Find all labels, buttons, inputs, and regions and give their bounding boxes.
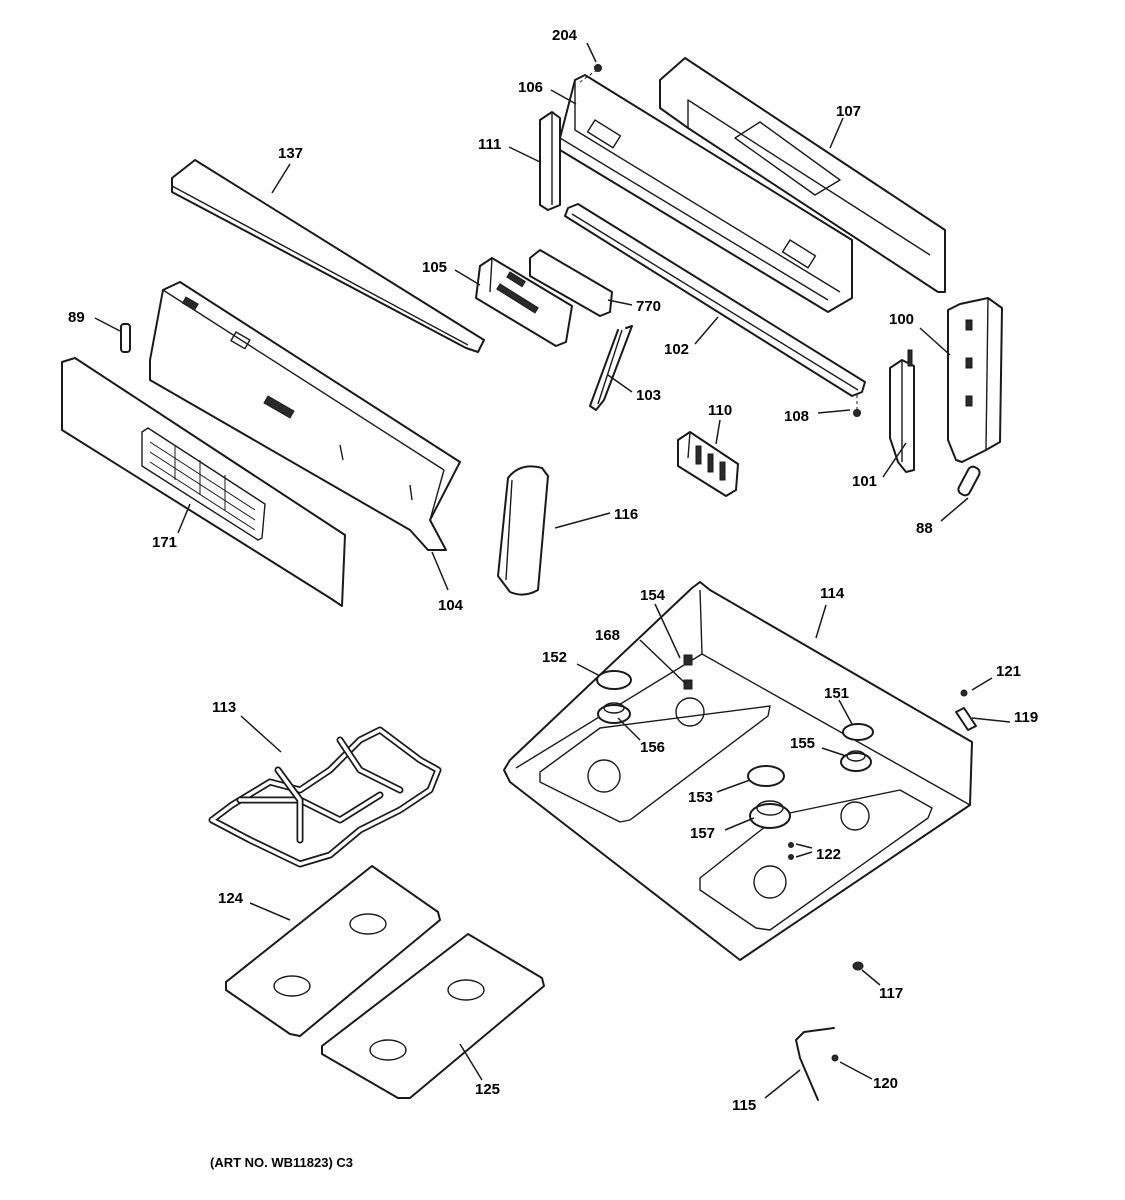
label-154: 154 [640,587,666,604]
part-113-grate [208,726,442,868]
label-115: 115 [732,1097,756,1114]
part-117-nut [852,961,864,971]
label-124: 124 [218,890,244,907]
label-119: 119 [1014,709,1038,726]
label-103: 103 [636,387,661,404]
part-101-bracket [889,349,915,473]
part-156-burner-head [597,702,631,724]
part-120-screw [831,1054,839,1062]
part-115-rod [795,1027,835,1101]
label-104: 104 [438,597,464,614]
part-107-rear-top-cover [659,57,946,293]
part-122-screws [788,842,794,860]
part-204-screw [594,64,602,72]
label-120: 120 [873,1075,898,1092]
part-770-bracket [529,249,613,317]
part-125-drip-pan [321,933,545,1099]
part-111-bracket [539,111,561,211]
part-171-control-panel [61,357,346,607]
part-152-burner-cap [596,670,632,690]
label-102: 102 [664,341,689,358]
label-151: 151 [824,685,849,702]
part-labels: 204 106 107 111 137 105 770 102 100 89 1… [68,27,1038,1170]
art-number-caption: (ART NO. WB11823) C3 [210,1155,353,1170]
part-119-bracket [955,707,977,731]
part-157-burner-head [749,800,791,829]
label-89: 89 [68,309,85,326]
label-107: 107 [836,103,861,120]
part-102-rail [564,203,866,397]
part-106-rear-panel [559,69,853,313]
part-114-cooktop [503,581,973,961]
part-104-backguard [149,281,461,551]
label-122: 122 [816,846,841,863]
label-105: 105 [422,259,447,276]
label-137: 137 [278,145,303,162]
part-153-burner-cap [747,765,785,787]
label-101: 101 [852,473,877,490]
label-110: 110 [708,402,732,419]
part-100-side-panel [947,297,1003,463]
part-121-screw [960,689,968,697]
label-108: 108 [784,408,809,425]
label-156: 156 [640,739,665,756]
label-88: 88 [916,520,933,537]
label-155: 155 [790,735,815,752]
part-116-side-trim [497,465,549,596]
label-113: 113 [212,699,236,716]
part-110-terminal-block [677,431,739,497]
label-204: 204 [552,27,578,44]
label-116: 116 [614,506,638,523]
label-114: 114 [820,585,845,602]
label-152: 152 [542,649,567,666]
part-89-clip [120,323,131,353]
part-108-screw [853,395,861,417]
label-125: 125 [475,1081,500,1098]
label-157: 157 [690,825,715,842]
label-171: 171 [152,534,177,551]
leader-lines [94,42,1011,1099]
part-155-burner-head [840,750,872,772]
part-168-orifice [683,679,693,690]
part-124-drip-pan [225,865,441,1037]
part-88-spacer [957,465,981,497]
label-153: 153 [688,789,713,806]
label-117: 117 [879,985,903,1002]
label-770: 770 [636,298,661,315]
label-106: 106 [518,79,543,96]
part-151-burner-cap [842,723,874,741]
part-105-control-board [475,257,573,347]
label-100: 100 [889,311,914,328]
part-137-top-trim [171,159,485,353]
part-103-strap [589,325,633,411]
label-168: 168 [595,627,620,644]
label-121: 121 [996,663,1021,680]
part-154-orifice [683,654,693,666]
label-111: 111 [478,136,501,153]
